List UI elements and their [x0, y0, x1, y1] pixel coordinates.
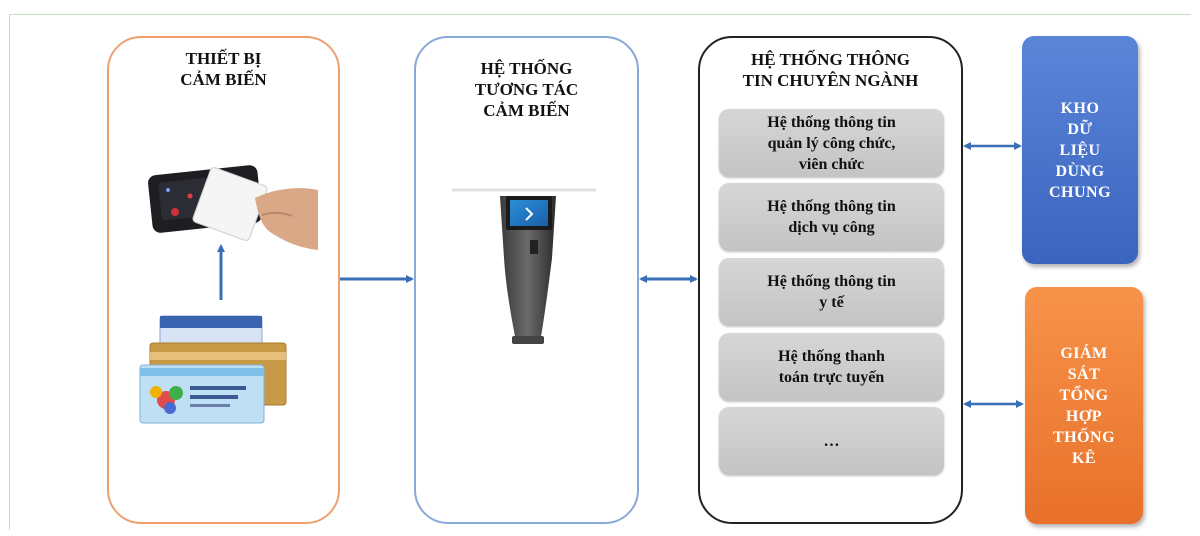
card-reader-icon [148, 165, 318, 250]
sensor-devices-title: THIẾT BỊ CẢM BIẾN [180, 49, 267, 89]
sensor-devices-column: THIẾT BỊ CẢM BIẾN [107, 36, 340, 524]
kiosk-icon [452, 188, 596, 344]
monitoring-box: GIÁM SÁT TỔNG HỢP THỐNG KÊ [1025, 287, 1143, 524]
system-box-healthcare: Hệ thống thông tin y tế [719, 258, 944, 326]
id-cards-icon [139, 315, 287, 424]
sensor-interaction-title: HỆ THỐNG TƯƠNG TÁC CẢM BIẾN [474, 59, 579, 120]
specialized-systems-title: HỆ THỐNG THÔNG TIN CHUYÊN NGÀNH [742, 50, 919, 90]
diagram-frame [9, 14, 1191, 530]
system-box-online-payment: Hệ thống thanh toán trực tuyến [719, 333, 944, 401]
system-box-public-services: Hệ thống thông tin dịch vụ công [719, 183, 944, 251]
shared-data-box: KHO DỮ LIỆU DÙNG CHUNG [1022, 36, 1138, 264]
system-box-civil-servants: Hệ thống thông tin quản lý công chức, vi… [719, 109, 944, 177]
specialized-systems-column: HỆ THỐNG THÔNG TIN CHUYÊN NGÀNH Hệ thống… [698, 36, 963, 524]
system-box-more: … [719, 407, 944, 475]
